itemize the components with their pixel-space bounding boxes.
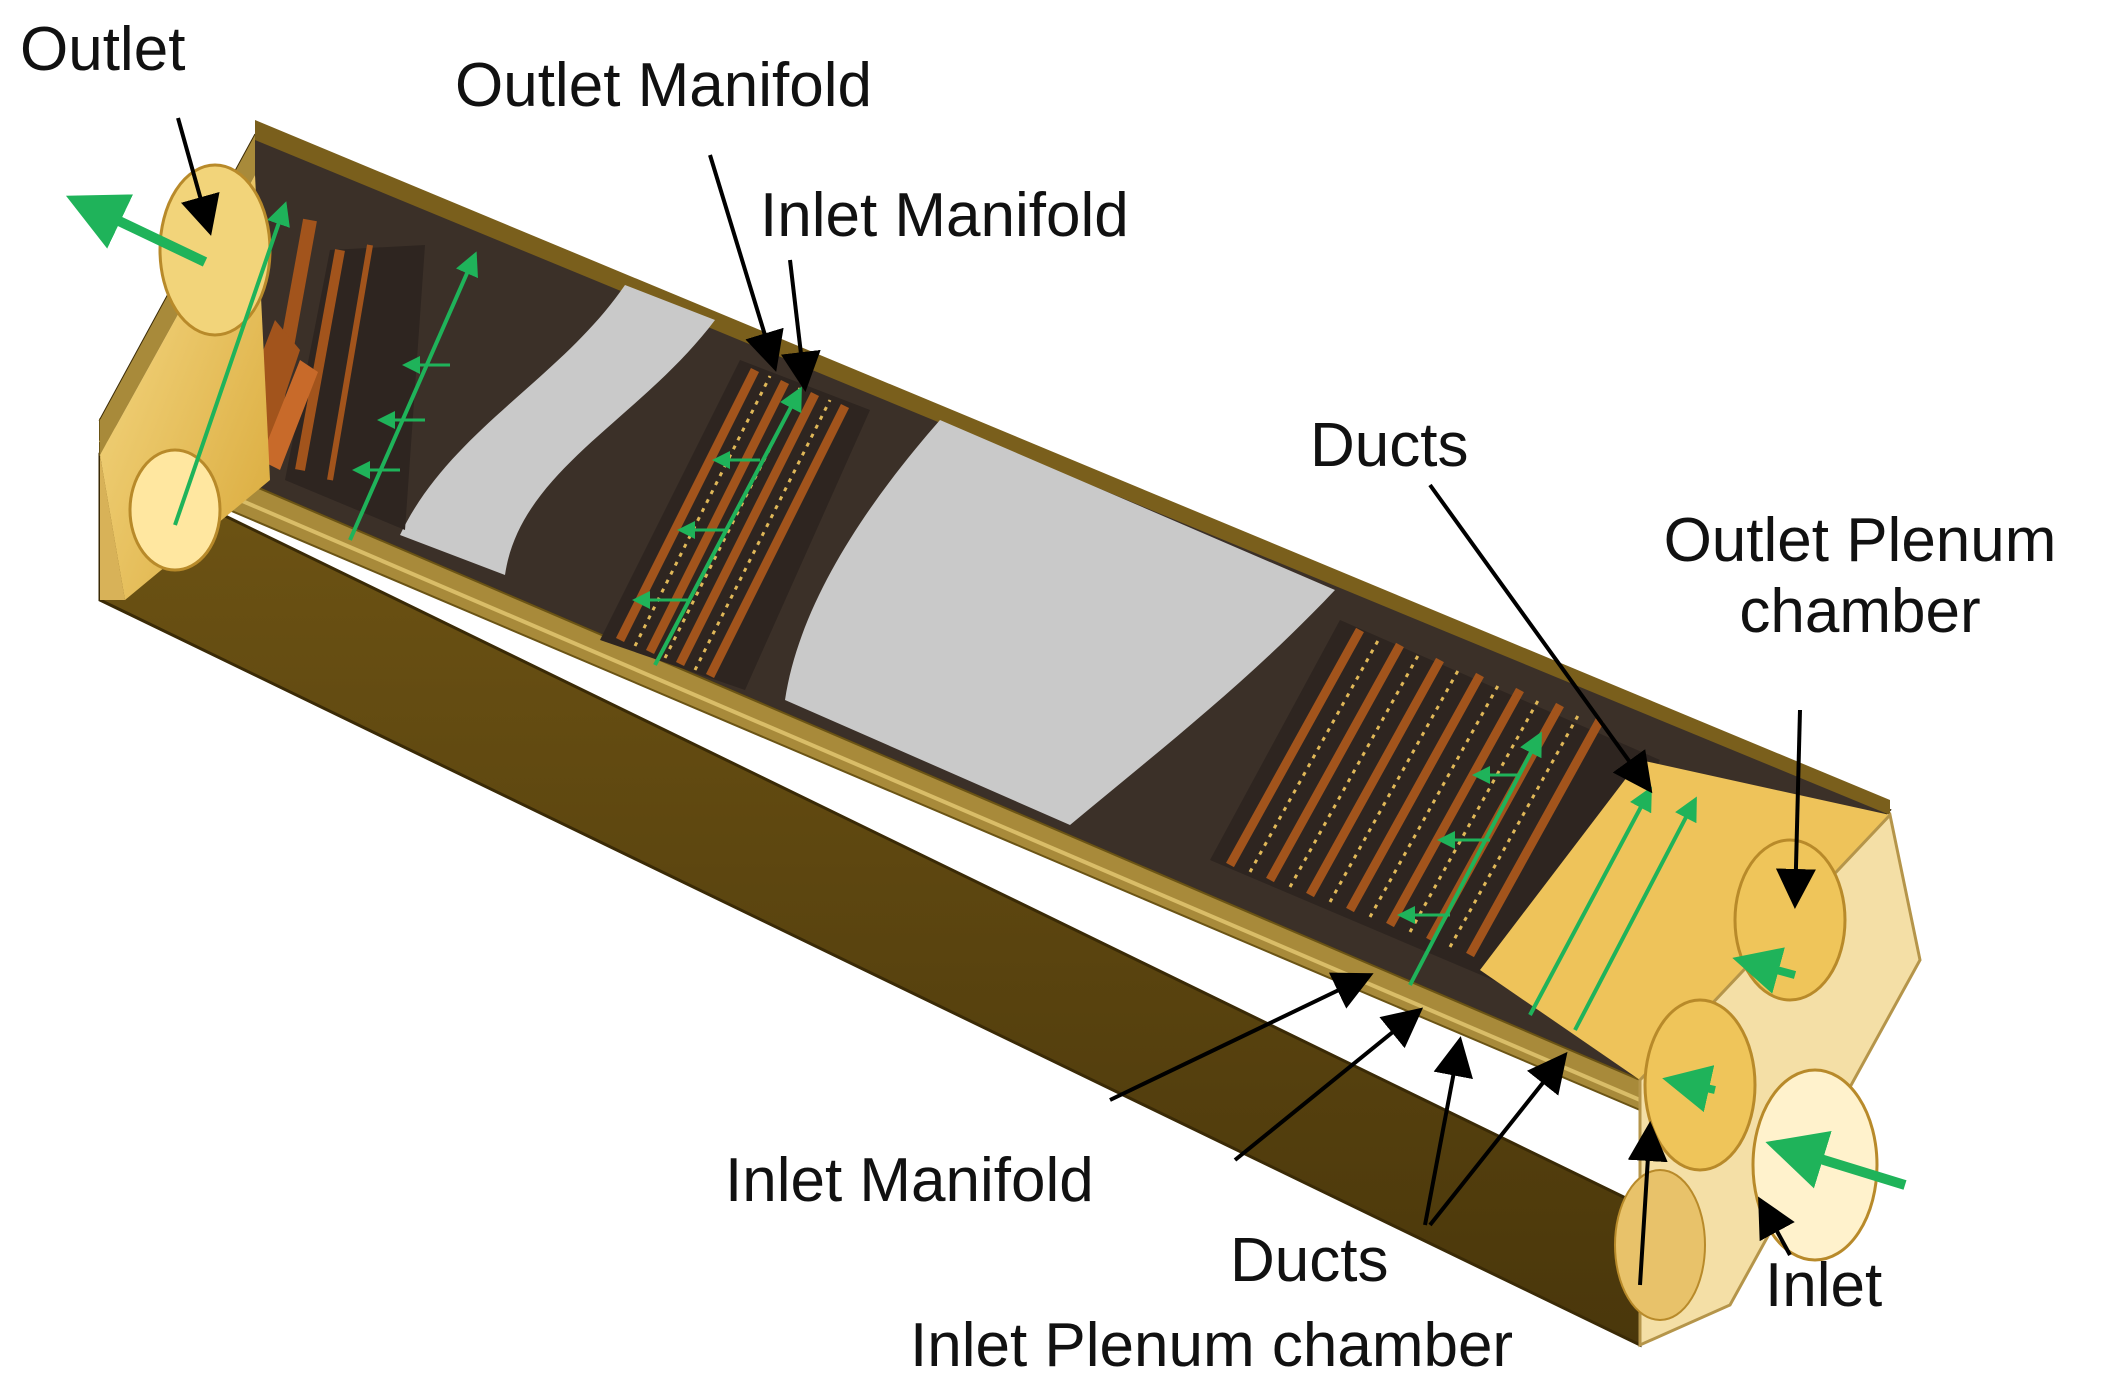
- label-outlet-plenum-chamber: Outlet Plenum chamber: [1620, 505, 2100, 648]
- label-ducts-bottom: Ducts: [1230, 1226, 1389, 1295]
- outlet-flow-arrow: [65, 194, 208, 267]
- leader-outlet-plenum: [1775, 709, 1816, 909]
- leader-outlet: [176, 117, 220, 236]
- label-inlet-manifold-top: Inlet Manifold: [760, 181, 1129, 250]
- grey-plate-regions: [400, 285, 1335, 825]
- outlet-flow-branch: [348, 251, 478, 541]
- outlet-flow-vertical: [173, 201, 290, 526]
- housing-back-wall: [255, 120, 1890, 815]
- grey-plate-middle: [785, 420, 1335, 825]
- outlet-port-bottom: [128, 448, 222, 572]
- plenum-flow-1: [1528, 786, 1652, 1016]
- leader-lines: [176, 117, 1816, 1286]
- label-outlet-plenum-line2: chamber: [1739, 577, 1981, 647]
- label-inlet: Inlet: [1765, 1251, 1883, 1320]
- inlet-port-lower-right: [1751, 1068, 1879, 1262]
- plenum-flow-arrow-upper: [1732, 947, 1797, 994]
- label-outlet-plenum-line1: Outlet Plenum: [1663, 506, 2057, 575]
- housing-rail-edge: [99, 438, 1641, 1102]
- manifold-right-flow: [1408, 731, 1542, 986]
- grey-plate-left: [400, 285, 715, 575]
- leader-outlet-manifold: [708, 154, 784, 372]
- leader-inlet-manifold-bottom-1: [1109, 972, 1374, 1102]
- leader-inlet: [1758, 1196, 1795, 1256]
- label-outlet: Outlet: [20, 15, 186, 84]
- leader-inlet-manifold-bottom-2: [1233, 1007, 1424, 1162]
- duct-field-outlet-end: [240, 218, 425, 530]
- plenum-flow-2: [1573, 796, 1697, 1031]
- leader-inlet-plenum: [1627, 1121, 1668, 1286]
- leader-ducts-top: [1428, 483, 1653, 794]
- manifold-left-flow: [653, 386, 802, 666]
- label-outlet-manifold: Outlet Manifold: [455, 51, 872, 120]
- label-inlet-plenum-chamber: Inlet Plenum chamber: [910, 1311, 1514, 1380]
- plenum-flow-arrow-lower: [1662, 1065, 1716, 1113]
- label-ducts-top: Ducts: [1310, 411, 1469, 480]
- leader-inlet-manifold-top: [780, 259, 821, 392]
- flow-arrows: [65, 194, 1907, 1190]
- leader-ducts-bottom-1: [1423, 1036, 1473, 1226]
- inlet-flow-arrow: [1765, 1131, 1907, 1190]
- label-inlet-manifold-bottom: Inlet Manifold: [725, 1146, 1094, 1215]
- leader-ducts-bottom-2: [1428, 1051, 1568, 1227]
